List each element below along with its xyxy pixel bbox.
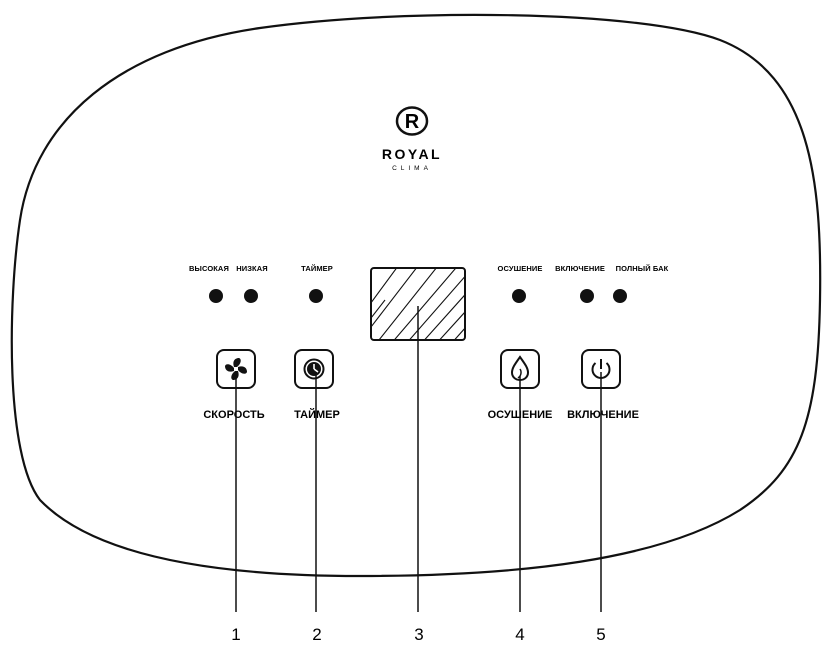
- speed-button-label: СКОРОСТЬ: [203, 409, 264, 421]
- indicator-label-timer: ТАЙМЕР: [301, 264, 333, 273]
- callout-number-2: 2: [312, 625, 321, 644]
- logo-subname: CLIMA: [392, 165, 432, 172]
- led-high: [209, 289, 223, 303]
- logo-emblem: [395, 106, 429, 136]
- callout-number-1: 1: [231, 625, 240, 644]
- indicator-label-drying: ОСУШЕНИЕ: [498, 264, 543, 273]
- indicator-label-tank-full: ПОЛНЫЙ БАК: [616, 264, 669, 273]
- timer-button-label: ТАЙМЕР: [294, 408, 340, 421]
- logo-letter: R: [405, 111, 420, 133]
- power-button-label: ВКЛЮЧЕНИЕ: [567, 409, 639, 421]
- display-window: [370, 267, 466, 341]
- led-tank-full: [613, 289, 627, 303]
- timer-button[interactable]: [294, 349, 334, 389]
- logo-name: ROYAL: [382, 146, 442, 162]
- led-low: [244, 289, 258, 303]
- led-power: [580, 289, 594, 303]
- indicator-label-high: ВЫСОКАЯ: [189, 264, 229, 273]
- fan-icon: [225, 358, 247, 380]
- brand-logo: R ROYAL CLIMA: [382, 106, 442, 172]
- led-timer: [309, 289, 323, 303]
- callout-number-5: 5: [596, 625, 605, 644]
- callout-number-4: 4: [515, 625, 524, 644]
- led-drying: [512, 289, 526, 303]
- speed-button[interactable]: [216, 349, 256, 389]
- indicator-label-power: ВКЛЮЧЕНИЕ: [555, 264, 605, 273]
- clock-icon: [303, 358, 325, 380]
- panel-outline: [10, 13, 822, 578]
- indicator-label-low: НИЗКАЯ: [236, 264, 268, 273]
- callout-number-3: 3: [414, 625, 423, 644]
